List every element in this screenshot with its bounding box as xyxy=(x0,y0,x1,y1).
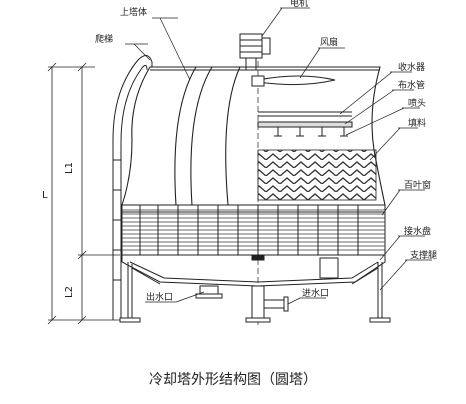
support-legs xyxy=(119,262,391,323)
leader-lines xyxy=(125,7,432,305)
label-distributor: 布水管 xyxy=(398,79,425,91)
label-ladder: 爬梯 xyxy=(95,33,113,45)
distribution-system xyxy=(257,111,353,137)
label-inlet: 进水口 xyxy=(302,287,329,299)
louver-section xyxy=(121,204,386,256)
label-eliminator: 收水器 xyxy=(398,61,425,73)
ladder xyxy=(112,55,153,320)
label-louver: 百叶窗 xyxy=(404,179,431,191)
piping xyxy=(195,285,289,323)
fill-media xyxy=(257,149,377,201)
dim-L2: L2 xyxy=(64,286,75,298)
label-nozzle: 喷头 xyxy=(408,98,426,109)
dim-L1: L1 xyxy=(64,162,75,174)
label-fan: 风扇 xyxy=(320,36,338,48)
motor xyxy=(232,33,272,71)
label-fill: 填料 xyxy=(408,117,426,129)
fan xyxy=(251,75,336,87)
diagram-caption: 冷却塔外形结构图（圆塔） xyxy=(149,372,317,388)
label-upper-tower: 上塔体 xyxy=(120,6,147,18)
dimension-lines xyxy=(47,62,120,325)
label-legs: 支撑腿 xyxy=(410,249,437,261)
label-motor: 电机 xyxy=(290,0,308,9)
label-outlet: 出水口 xyxy=(146,291,173,303)
dim-L: L xyxy=(42,190,48,201)
water-basin xyxy=(121,255,386,287)
label-basin: 接水盘 xyxy=(404,225,431,237)
